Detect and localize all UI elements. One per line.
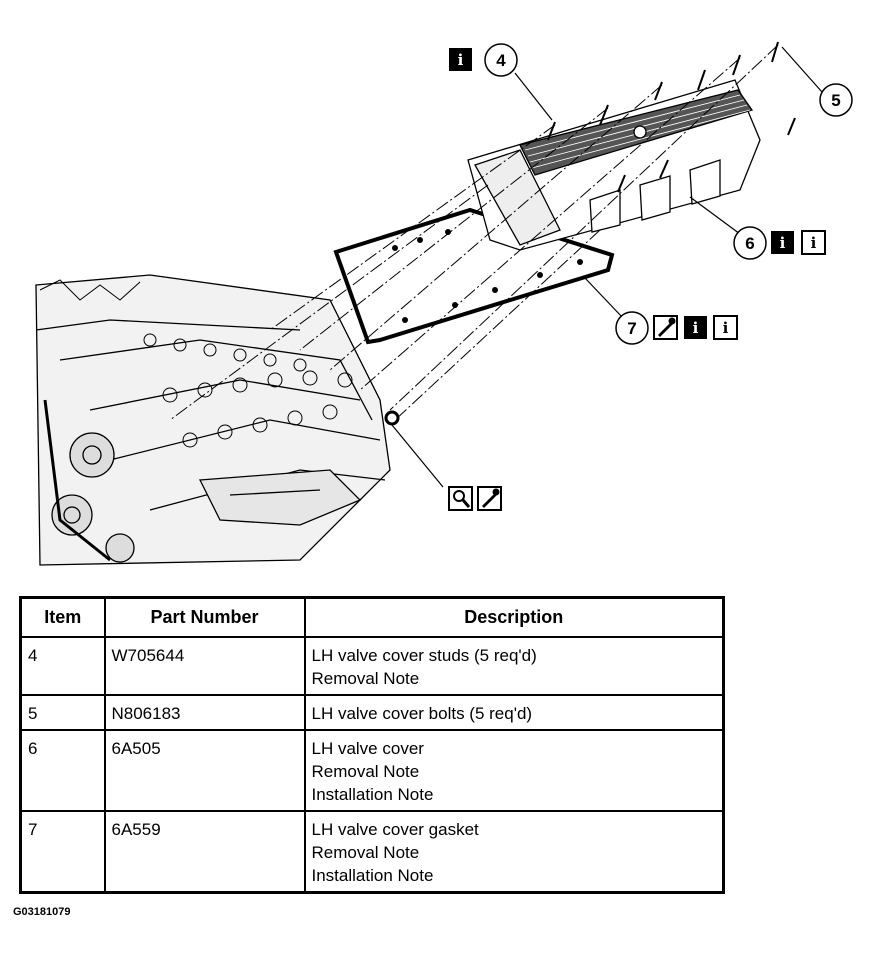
svg-text:4: 4 [496, 51, 506, 70]
item-cell: 6 [19, 729, 106, 812]
description-line: LH valve cover studs (5 req'd) [311, 646, 537, 665]
magnifier-icon [448, 486, 473, 511]
callout-7: 7 i i [615, 311, 738, 345]
part-number-cell: 6A505 [103, 729, 306, 812]
alignment-lines [169, 44, 779, 421]
seal-callout [448, 486, 502, 511]
removal-note-link[interactable]: Removal Note [311, 843, 420, 862]
callout-4: i 4 [449, 43, 518, 77]
svg-text:i: i [811, 234, 817, 252]
description-line: LH valve cover gasket [311, 820, 479, 839]
removal-note-link[interactable]: Removal Note [311, 669, 420, 688]
removal-note-link[interactable]: Removal Note [311, 762, 420, 781]
table-row: 7 6A559 LH valve cover gasket Removal No… [19, 810, 725, 894]
description-cell: LH valve cover bolts (5 req'd) [303, 694, 725, 731]
info-filled-icon [449, 48, 472, 71]
parts-table: Item Part Number Description 4 W705644 L… [19, 596, 725, 894]
part-number-cell: W705644 [103, 636, 306, 696]
table-header-row: Item Part Number Description [19, 596, 725, 638]
item-cell: 7 [19, 810, 106, 894]
callout-5: 5 [819, 83, 853, 117]
info-filled-icon [684, 316, 707, 339]
table-row: 6 6A505 LH valve cover Removal Note Inst… [19, 729, 725, 812]
info-outline-icon [801, 230, 826, 255]
description-line: LH valve cover [311, 739, 424, 758]
valve-cover-fasteners [547, 41, 796, 193]
info-filled-icon [771, 231, 794, 254]
table-row: 5 N806183 LH valve cover bolts (5 req'd) [19, 694, 725, 731]
exploded-view-diagram: i 4 5 6 i i 7 i i [35, 41, 853, 566]
valve-cover [467, 79, 761, 251]
description-line: LH valve cover bolts (5 req'd) [311, 704, 533, 723]
valve-cover-gasket [333, 207, 615, 345]
svg-text:i: i [780, 234, 786, 252]
torque-wrench-icon [653, 315, 678, 340]
header-description: Description [303, 596, 725, 638]
figure-code: G03181079 [13, 906, 71, 918]
svg-text:5: 5 [831, 91, 840, 110]
svg-text:i: i [723, 319, 729, 337]
table-row: 4 W705644 LH valve cover studs (5 req'd)… [19, 636, 725, 696]
svg-text:7: 7 [627, 319, 636, 338]
item-cell: 5 [19, 694, 106, 731]
engine-illustration [35, 274, 391, 566]
info-outline-icon [713, 315, 738, 340]
description-cell: LH valve cover Removal Note Installation… [303, 729, 725, 812]
svg-text:i: i [458, 51, 464, 69]
part-number-cell: 6A559 [103, 810, 306, 894]
installation-note-link[interactable]: Installation Note [311, 785, 434, 804]
svg-text:6: 6 [745, 234, 754, 253]
description-cell: LH valve cover gasket Removal Note Insta… [303, 810, 725, 894]
item-cell: 4 [19, 636, 106, 696]
svg-text:i: i [693, 319, 699, 337]
header-part-number: Part Number [103, 596, 306, 638]
leader-lines [391, 46, 823, 488]
installation-note-link[interactable]: Installation Note [311, 866, 434, 885]
part-number-cell: N806183 [103, 694, 306, 731]
description-cell: LH valve cover studs (5 req'd) Removal N… [303, 636, 725, 696]
header-item: Item [19, 596, 106, 638]
torque-wrench-icon [477, 486, 502, 511]
callout-6: 6 i i [733, 226, 826, 260]
seal-ring [384, 410, 400, 426]
